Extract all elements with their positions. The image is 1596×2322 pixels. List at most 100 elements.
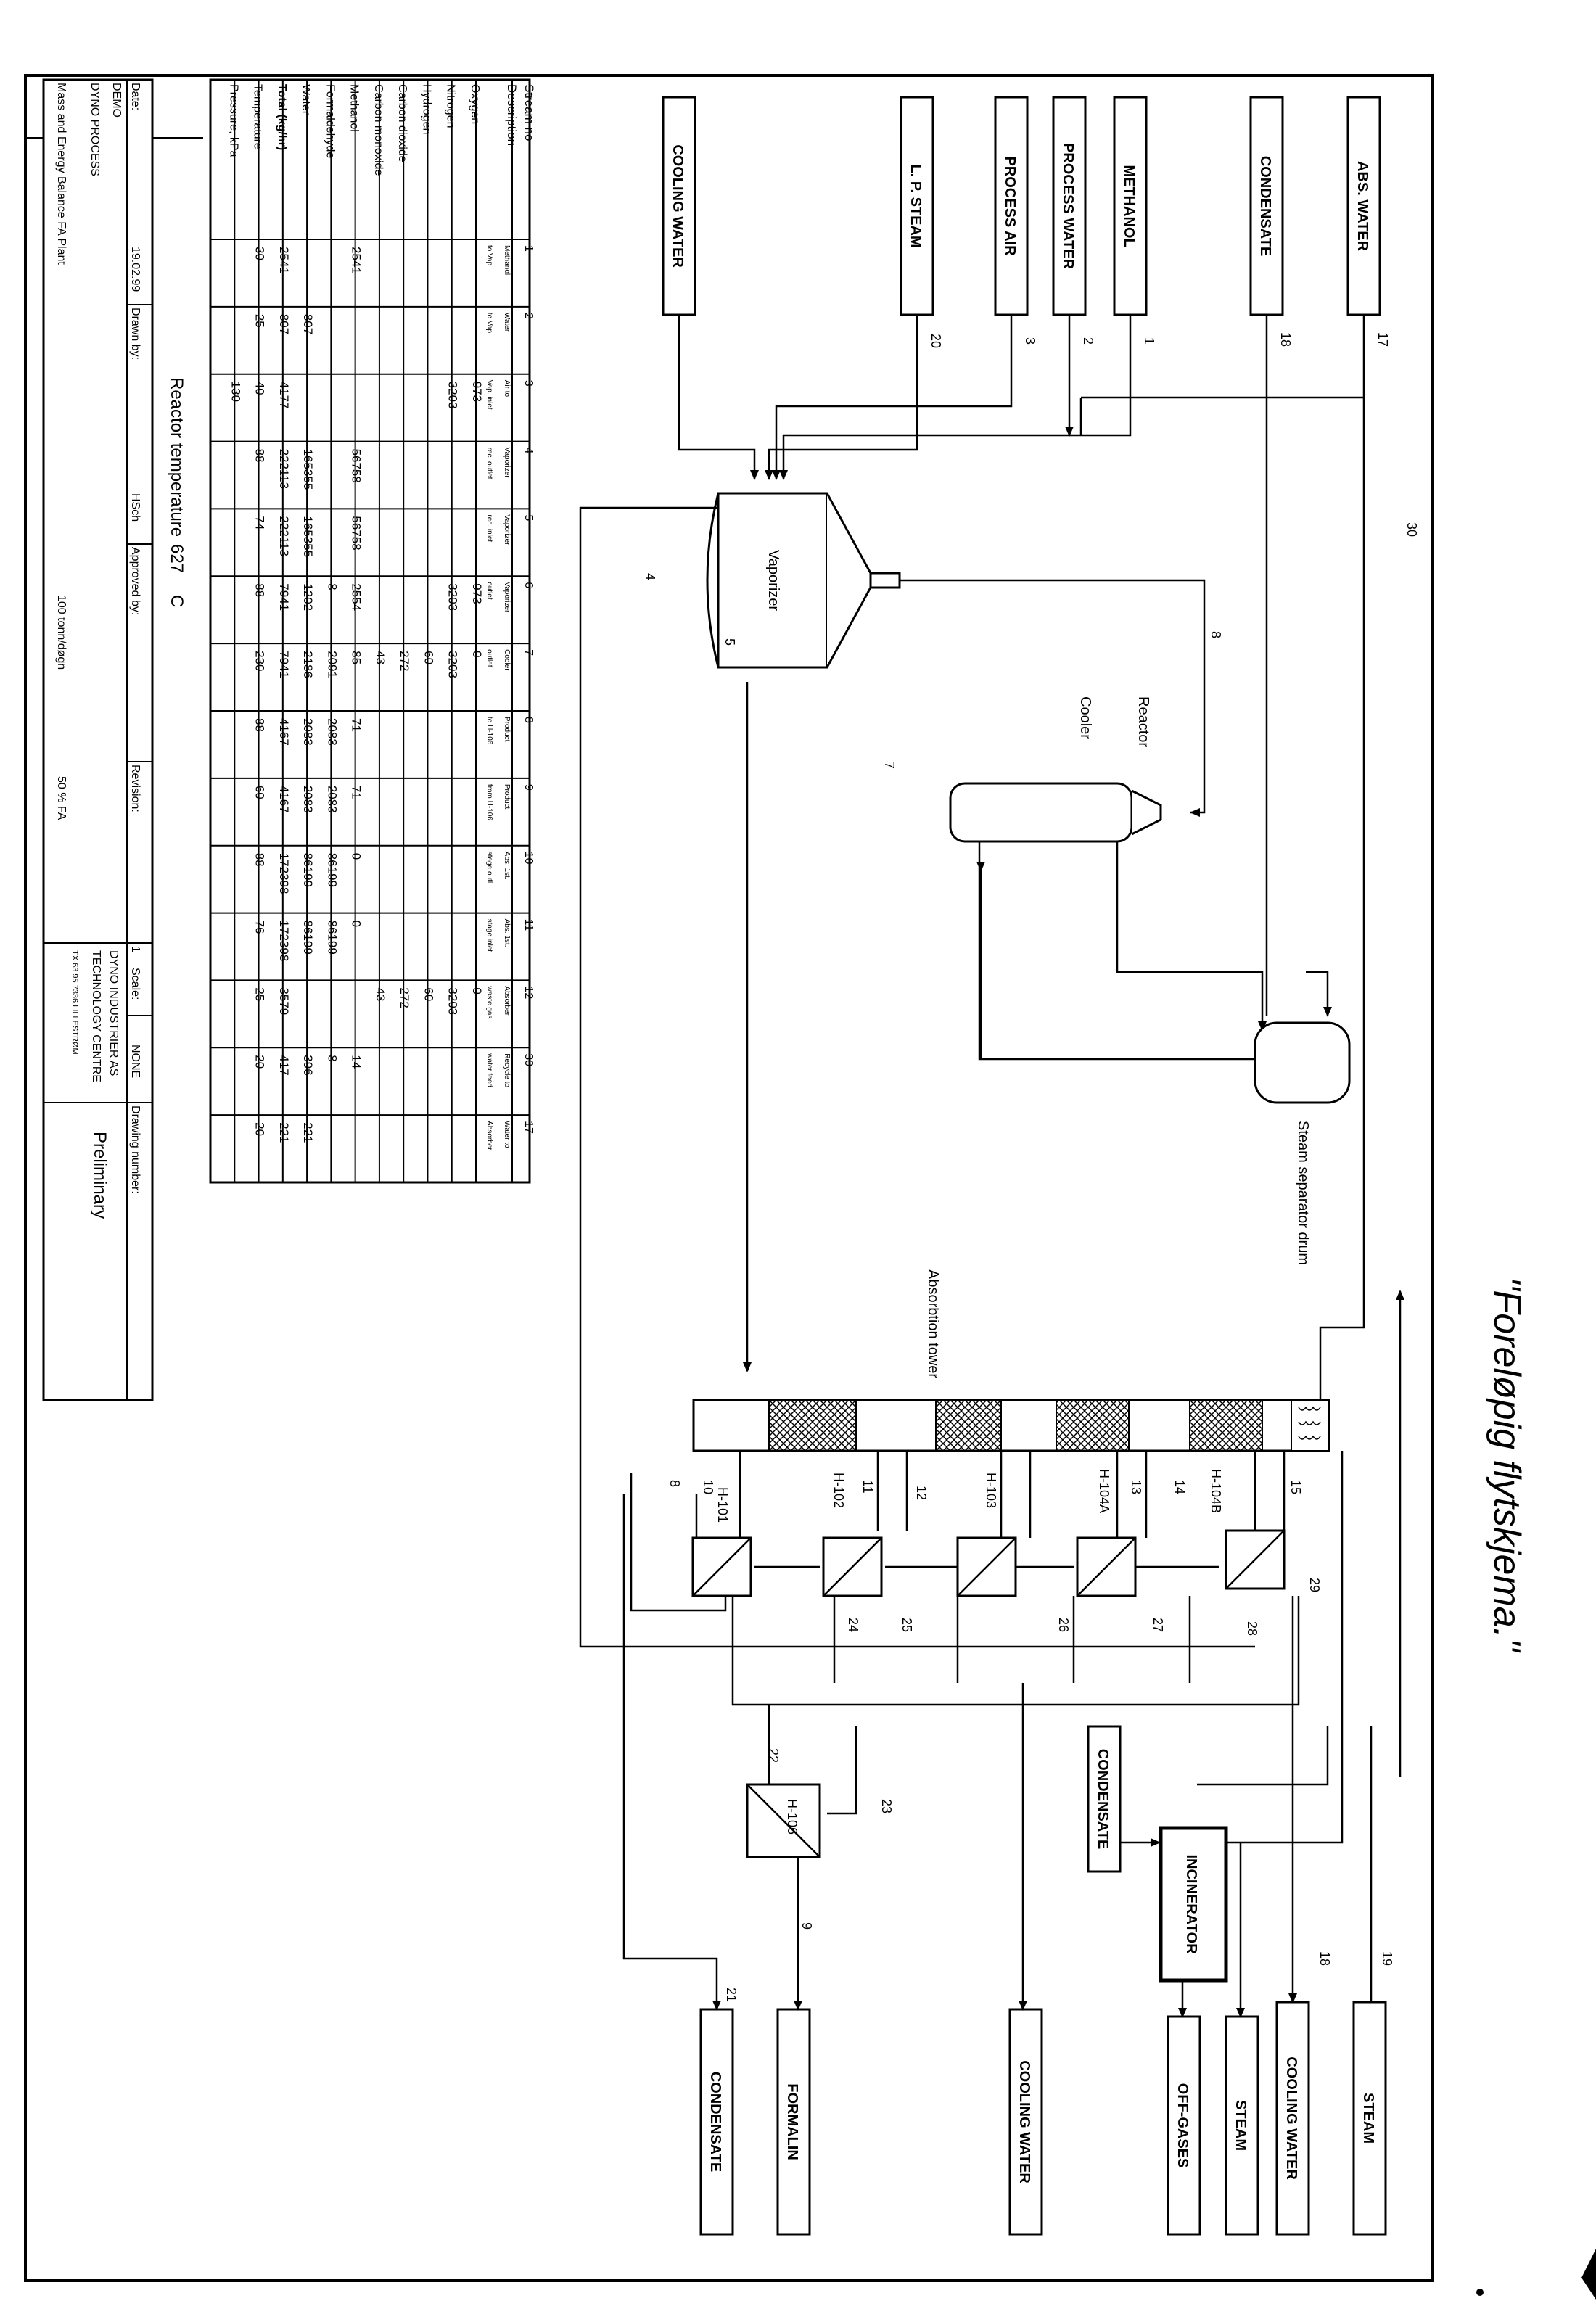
table-col-number: 3 <box>522 380 535 387</box>
table-cell: 2541 <box>277 247 291 274</box>
table-cell: 74 <box>253 516 267 530</box>
svg-text:Date:: Date: <box>129 83 141 110</box>
table-cell: 3203 <box>446 651 460 678</box>
table-col-number: 11 <box>522 919 535 931</box>
table-cell: 2083 <box>325 786 339 813</box>
table-cell: 88 <box>253 853 267 867</box>
table-cell: 85 <box>350 651 363 664</box>
svg-text:TX 63 95 7336 LILLESTRØM: TX 63 95 7336 LILLESTRØM <box>70 950 79 1055</box>
table-cell: 0 <box>470 651 484 657</box>
table-cell: 40 <box>253 382 267 395</box>
table-cell: 0 <box>350 853 363 860</box>
table-row-label: Carbon monoxide <box>372 84 384 176</box>
table-cell: 2083 <box>301 786 315 813</box>
stream-numbers: 30 4 5 8 7 8 10 11 12 13 14 15 22 23 24 … <box>643 522 1419 1813</box>
table-col-number: 6 <box>522 582 535 588</box>
table-col-desc: Vaporizer <box>503 582 511 613</box>
steam-separator-drum: Steam separator drum <box>1254 1021 1351 1265</box>
svg-text:18: 18 <box>1317 1951 1332 1966</box>
table-cell: 3203 <box>446 583 460 611</box>
table-col-desc: to H-106 <box>485 717 493 745</box>
table-cell: 25 <box>253 314 267 328</box>
svg-text:H-101: H-101 <box>715 1487 730 1523</box>
table-cell: 973 <box>470 382 484 402</box>
table-cell: 20 <box>253 1122 267 1136</box>
table-col-desc: stage outl. <box>485 852 493 885</box>
exchanger-h102: H-102 <box>822 1473 883 1597</box>
svg-text:Vaporizer: Vaporizer <box>765 550 781 611</box>
svg-text:H-106: H-106 <box>785 1799 799 1835</box>
svg-text:Reactor: Reactor <box>1135 696 1151 747</box>
table-cell: 7941 <box>277 651 291 678</box>
svg-text:HSch: HSch <box>129 493 141 522</box>
svg-text:15: 15 <box>1288 1480 1303 1494</box>
title-block: Date: 19.02.99 Drawn by: HSch Approved b… <box>42 78 154 1401</box>
svg-text:8: 8 <box>667 1480 682 1487</box>
svg-text:STEAM: STEAM <box>1360 2093 1376 2144</box>
table-col-number: 17 <box>522 1121 535 1134</box>
table-col-number: 8 <box>522 717 535 723</box>
svg-text:STEAM: STEAM <box>1233 2100 1249 2151</box>
table-col-number: 1 <box>522 245 535 252</box>
table-cell: 86199 <box>301 853 315 887</box>
table-cell: 2091 <box>325 651 339 678</box>
feed-process-air: PROCESS AIR 3 <box>994 96 1037 345</box>
table-cell: 272 <box>398 651 411 671</box>
table-row-label: Nitrogen <box>445 84 457 128</box>
feed-condensate: CONDENSATE 18 <box>1249 96 1293 347</box>
table-row-label: Carbon dioxide <box>396 84 408 162</box>
table-cell: 165355 <box>301 449 315 490</box>
svg-text:DYNO PROCESS: DYNO PROCESS <box>89 83 101 176</box>
feed-lp-steam: L. P. STEAM 20 <box>900 96 943 348</box>
table-cell: 2541 <box>350 247 363 274</box>
vaporizer: Vaporizer <box>706 492 901 669</box>
svg-text:Approved by:: Approved by: <box>129 547 141 615</box>
table-row-label: Oxygen <box>469 84 481 124</box>
sheet-border <box>24 74 1434 2282</box>
svg-text:NONE: NONE <box>129 1045 141 1078</box>
table-col-number: 5 <box>522 514 535 521</box>
table-cell: 221 <box>301 1122 315 1143</box>
table-cell: 2186 <box>301 651 315 678</box>
svg-text:1: 1 <box>1142 337 1156 345</box>
table-col-number: 10 <box>522 852 535 865</box>
table-row-label: Total (kg/hr) <box>276 84 288 150</box>
svg-text:L. P. STEAM: L. P. STEAM <box>908 164 924 247</box>
table-cell: 71 <box>350 718 363 732</box>
table-col-desc: rec. outlet <box>485 448 493 479</box>
table-cell: 230 <box>253 651 267 671</box>
table-col-desc: Abs. 1st. <box>503 852 511 880</box>
table-col-number: 30 <box>522 1053 535 1066</box>
table-cell: 88 <box>253 449 267 463</box>
svg-text:24: 24 <box>846 1618 860 1632</box>
table-cell: 4167 <box>277 718 291 746</box>
svg-text:30: 30 <box>1404 522 1419 537</box>
svg-text:627: 627 <box>167 544 186 573</box>
table-col-desc: to Vap <box>485 245 493 266</box>
svg-text:CONDENSATE: CONDENSATE <box>1095 1749 1111 1850</box>
product-off-gases: OFF-GASES <box>1167 2015 1201 2236</box>
svg-text:3: 3 <box>1023 337 1037 345</box>
svg-text:H-104B: H-104B <box>1209 1469 1223 1513</box>
table-row-label: Temperature <box>252 84 264 149</box>
table-cell: 1202 <box>301 583 315 611</box>
table-col-number: 9 <box>522 784 535 791</box>
svg-text:18: 18 <box>1278 332 1293 347</box>
table-cell: 43 <box>374 987 387 1001</box>
table-col-desc: Vaporizer <box>503 514 511 545</box>
svg-text:OFF-GASES: OFF-GASES <box>1175 2083 1190 2168</box>
svg-text:2: 2 <box>1081 337 1095 345</box>
table-cell: 222113 <box>277 449 291 489</box>
table-cell: 88 <box>253 718 267 732</box>
table-cell: 88 <box>253 583 267 597</box>
table-col-desc: Cooler <box>503 649 511 671</box>
table-cell: 8 <box>325 1055 339 1061</box>
svg-text:26: 26 <box>1056 1618 1071 1632</box>
table-col-desc: Absorber <box>503 986 511 1016</box>
table-row-label: Methanol <box>348 84 361 132</box>
table-cell: 4167 <box>277 786 291 813</box>
svg-text:"Foreløpig flytskjema.": "Foreløpig flytskjema." <box>1486 1277 1528 1653</box>
feed-abs-water: ABS. WATER 17 <box>1346 96 1390 347</box>
svg-text:19.02.99: 19.02.99 <box>129 247 141 292</box>
svg-text:Revision:: Revision: <box>129 765 141 812</box>
